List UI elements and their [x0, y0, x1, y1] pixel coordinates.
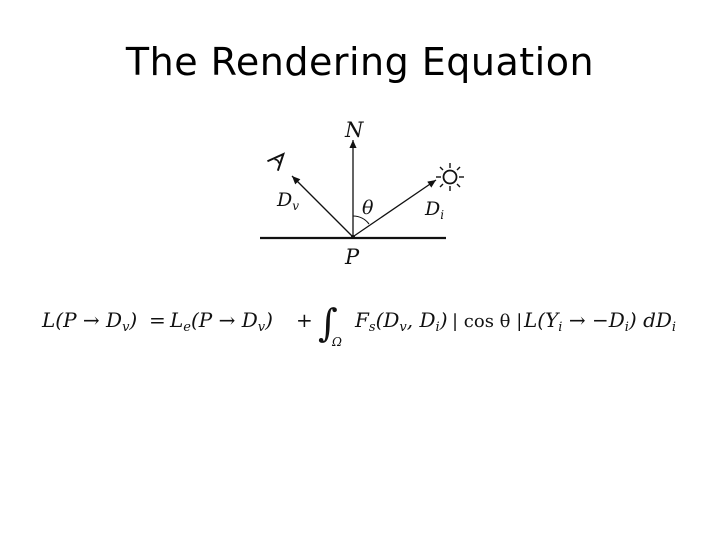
slide-title: The Rendering Equation	[125, 40, 595, 84]
equation-equals: =	[149, 308, 166, 332]
angle-arc	[352, 215, 370, 225]
eye-icon	[267, 152, 286, 171]
equation-lhs: L(P → Dv)	[41, 308, 137, 335]
view-direction-arrow	[291, 175, 353, 237]
light-direction-arrow	[353, 179, 437, 237]
equation-incoming: L(Yi → −Di) dDi	[523, 308, 676, 335]
point-label: P	[344, 245, 360, 269]
view-direction-label: Dv	[276, 189, 299, 213]
equation-brdf: Fs(Dv, Di)	[354, 308, 448, 335]
equation-cosine: | cos θ |	[452, 311, 522, 332]
equation-domain: Ω	[331, 335, 342, 349]
rendering-equation: L(P → Dv) = Le(P → Dv) + ∫ Ω Fs(Dv, Di) …	[41, 301, 676, 349]
normal-label: N	[344, 118, 364, 142]
light-direction-label: Di	[424, 198, 444, 222]
sun-icon	[436, 163, 464, 191]
surface-point	[351, 235, 355, 239]
angle-label: θ	[362, 197, 374, 219]
equation-emission: Le(P → Dv)	[169, 308, 273, 335]
equation-plus: +	[296, 308, 313, 332]
equation-integral: ∫	[318, 301, 338, 345]
